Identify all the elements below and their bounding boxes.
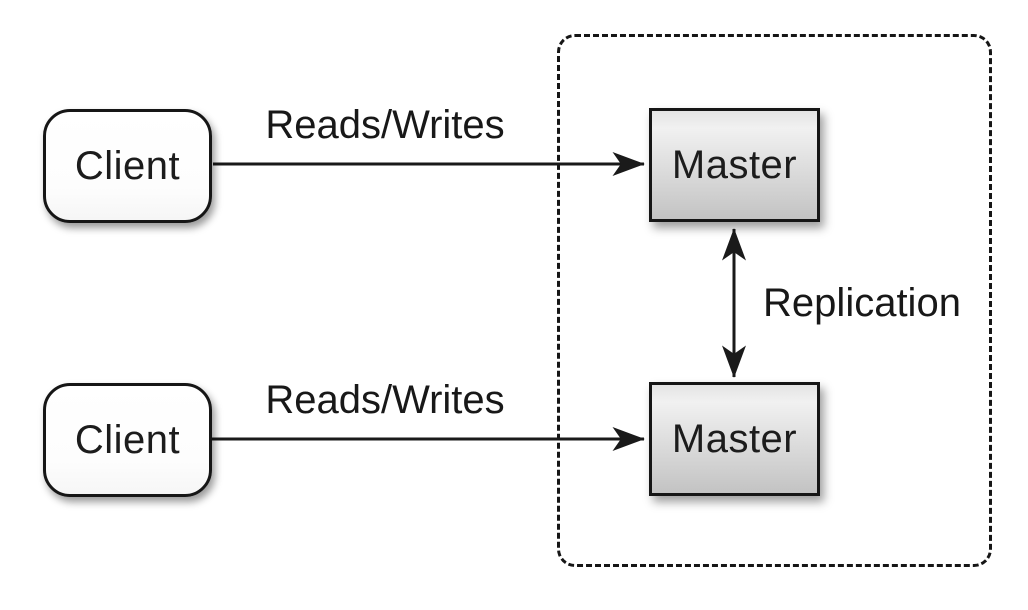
reads-writes-label-top: Reads/Writes [265,103,505,147]
master-node-top: Master [649,108,820,222]
reads-writes-label-bottom: Reads/Writes [265,378,505,422]
client-node-top-label: Client [74,143,181,188]
master-node-top-label: Master [671,142,798,187]
client-node-bottom-label: Client [74,417,181,462]
master-cluster-dashed-boundary [557,34,992,567]
master-node-bottom: Master [649,382,820,496]
client-node-top: Client [43,109,212,223]
client-node-bottom: Client [43,383,212,497]
master-node-bottom-label: Master [671,416,798,461]
replication-label: Replication [763,281,961,325]
